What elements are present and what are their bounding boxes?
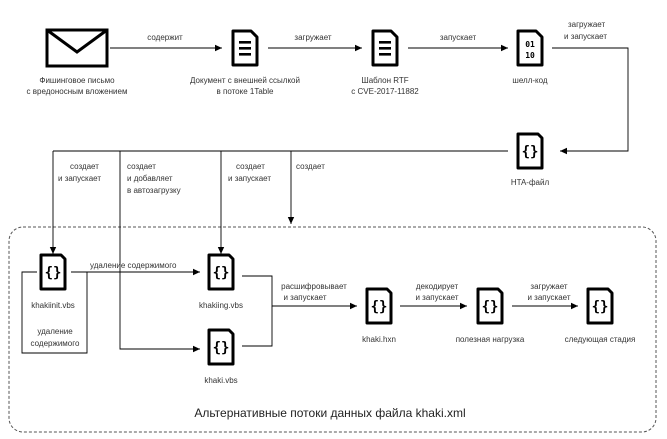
ads-group-title: Альтернативные потоки данных файла khaki…: [194, 406, 465, 420]
label-creates-adds-2: и добавляет: [127, 174, 173, 183]
label-loadrun-1: загружает: [530, 282, 567, 291]
curly-braces-file-icon: [586, 287, 614, 325]
email-caption-1: Фишинговое письмо: [39, 76, 115, 85]
label-creates-adds-3: в автозагрузку: [127, 186, 181, 195]
node-shellcode: 01 10 шелл-код: [512, 29, 548, 85]
doc-caption-1: Документ с внешней ссылкой: [190, 76, 300, 85]
hta-caption: HTA-файл: [511, 178, 550, 187]
binary-file-icon: 01 10: [516, 29, 544, 67]
edges: [21, 44, 629, 354]
rtf-caption-1: Шаблон RTF: [361, 76, 408, 85]
label-loads: загружает: [294, 33, 331, 42]
label-contains: содержит: [147, 33, 183, 42]
document-icon: [371, 29, 399, 67]
khakiinit-caption: khakiinit.vbs: [31, 301, 75, 310]
edge-khakivbs-hxn: [242, 306, 273, 347]
label-creates: создает: [296, 162, 325, 171]
node-khakiinit: khakiinit.vbs: [31, 253, 75, 310]
label-creates-runs-a2: и запускает: [58, 174, 101, 183]
node-khaki-hxn: khaki.hxn: [362, 287, 396, 344]
node-khaki-vbs: khaki.vbs: [204, 328, 238, 385]
svg-text:01: 01: [525, 40, 535, 49]
node-khakiing: khakiing.vbs: [199, 253, 243, 310]
label-delete-content-2b: содержимого: [31, 339, 80, 348]
node-hta-file: HTA-файл: [511, 132, 550, 187]
node-document: Документ с внешней ссылкой в потоке 1Tab…: [190, 29, 300, 96]
edge-labels: содержит загружает запускает загружает и…: [31, 20, 608, 348]
label-creates-runs-b1: создает: [236, 162, 265, 171]
edge-hta-khakivbs: [119, 151, 200, 353]
node-payload: полезная нагрузка: [456, 287, 525, 344]
curly-braces-file-icon: [476, 287, 504, 325]
doc-caption-2: в потоке 1Table: [217, 87, 274, 96]
label-delete-content-2a: удаление: [37, 327, 73, 336]
khakivbs-caption: khaki.vbs: [204, 376, 237, 385]
curly-braces-file-icon: [39, 253, 67, 291]
label-creates-runs-b2: и запускает: [228, 174, 271, 183]
edge-shell-hta: [552, 47, 629, 155]
document-icon: [231, 29, 259, 67]
label-creates-adds-1: создает: [127, 162, 156, 171]
label-loads-runs-2: и запускает: [564, 32, 607, 41]
node-next-stage: следующая стадия: [565, 287, 636, 344]
rtf-caption-2: с CVE-2017-11882: [351, 87, 419, 96]
payload-caption: полезная нагрузка: [456, 335, 525, 344]
label-decode-1: декодирует: [416, 282, 459, 291]
hxn-caption: khaki.hxn: [362, 335, 396, 344]
ads-group-border: [8, 226, 657, 433]
node-rtf-template: Шаблон RTF с CVE-2017-11882: [351, 29, 419, 96]
label-loadrun-2: и запускает: [527, 293, 570, 302]
next-caption: следующая стадия: [565, 335, 636, 344]
label-decrypt-2: и запускает: [283, 293, 326, 302]
email-caption-2: с вредоносным вложением: [27, 87, 128, 96]
label-decrypt-1: расшифровывает: [281, 282, 347, 291]
node-phishing-email: Фишинговое письмо с вредоносным вложение…: [27, 28, 128, 96]
edge-khakiinit-loop: [21, 271, 88, 354]
curly-braces-file-icon: [207, 328, 235, 366]
label-launches: запускает: [440, 33, 477, 42]
edge-khakiing-hxn: [242, 275, 357, 310]
label-creates-runs-a1: создает: [70, 162, 99, 171]
curly-braces-file-icon: [516, 132, 544, 170]
svg-text:10: 10: [525, 51, 535, 60]
label-loads-runs-1: загружает: [568, 20, 605, 29]
curly-braces-file-icon: [365, 287, 393, 325]
envelope-icon: [45, 28, 109, 68]
label-delete-content: удаление содержимого: [90, 261, 177, 270]
khakiing-caption: khakiing.vbs: [199, 301, 243, 310]
shellcode-caption: шелл-код: [512, 76, 547, 85]
label-decode-2: и запускает: [415, 293, 458, 302]
curly-braces-file-icon: [207, 253, 235, 291]
